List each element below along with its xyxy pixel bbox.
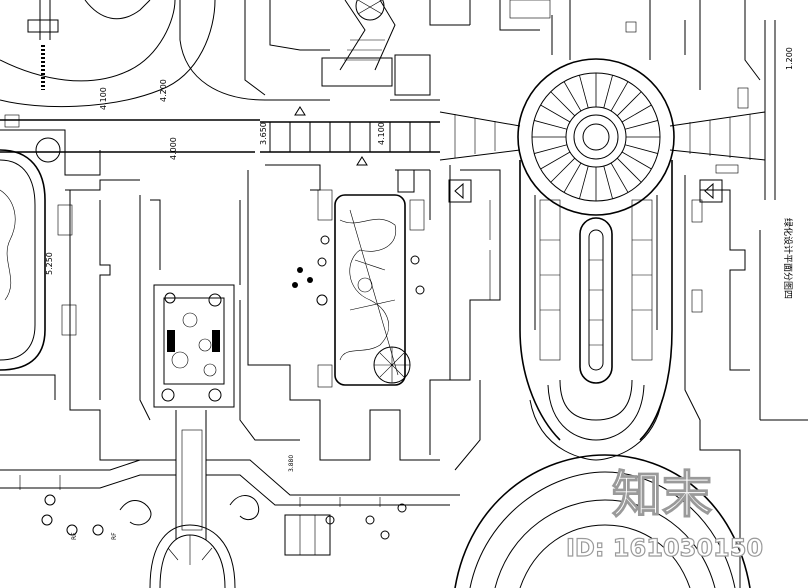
roundabout-spoke [550,157,576,183]
roundabout-plaza [517,58,675,216]
dimension-label: 3.650 [259,122,268,145]
roundabout-spoke [624,144,658,154]
roundabout-spoke [540,104,571,123]
roundabout-spoke [621,151,652,170]
watermark-id: ID: 161030150 [566,534,763,562]
small-label: RF [71,532,78,540]
roundabout-spoke [534,144,568,154]
dimension-label: 4.100 [377,122,386,145]
roundabout-spoke [534,120,568,130]
roundabout-spoke [540,151,571,170]
roundabout-spoke [616,91,642,117]
plan-title: 绿化设计平面分图四 [782,218,794,299]
east-building [684,87,808,588]
roundabout-spoke [603,165,613,199]
roundabout-spoke [563,81,582,112]
roundabout-spoke [610,162,629,193]
roundabout-spoke [603,75,613,109]
roundabout-spoke [624,120,658,130]
roundabout-spoke [621,104,652,123]
dimension-labels: 4.100 4.200 4.000 3.650 4.100 1.200 5.25… [45,47,794,540]
dimension-label: 4.000 [169,137,178,160]
roundabout-spoke [579,75,589,109]
dimension-label: 1.200 [785,47,794,70]
dimension-label: 4.100 [99,87,108,110]
building-outlines [239,169,501,471]
watermark: 知末 ID: 161030150 [565,465,763,562]
roundabout-spoke [550,91,576,117]
small-label: 3.880 [288,455,295,472]
courtyard-central [247,106,472,461]
boulevard [519,160,673,461]
west-building [0,114,151,461]
roundabout-spoke [579,165,589,199]
roundabout-spoke [610,81,629,112]
south-promenade [0,459,460,588]
courtyard-west [150,199,241,540]
south-arc-plaza [454,454,751,588]
dimension-label: 4.200 [159,79,168,102]
roundabout-spoke [563,162,582,193]
roundabout-spoke [616,157,642,183]
main-road [0,0,776,200]
entrance-ramp [290,0,701,101]
curved-road-north [0,0,330,108]
small-label: RF [111,532,118,540]
dimension-label: 5.250 [45,252,54,275]
watermark-logo: 知末 [612,466,712,524]
